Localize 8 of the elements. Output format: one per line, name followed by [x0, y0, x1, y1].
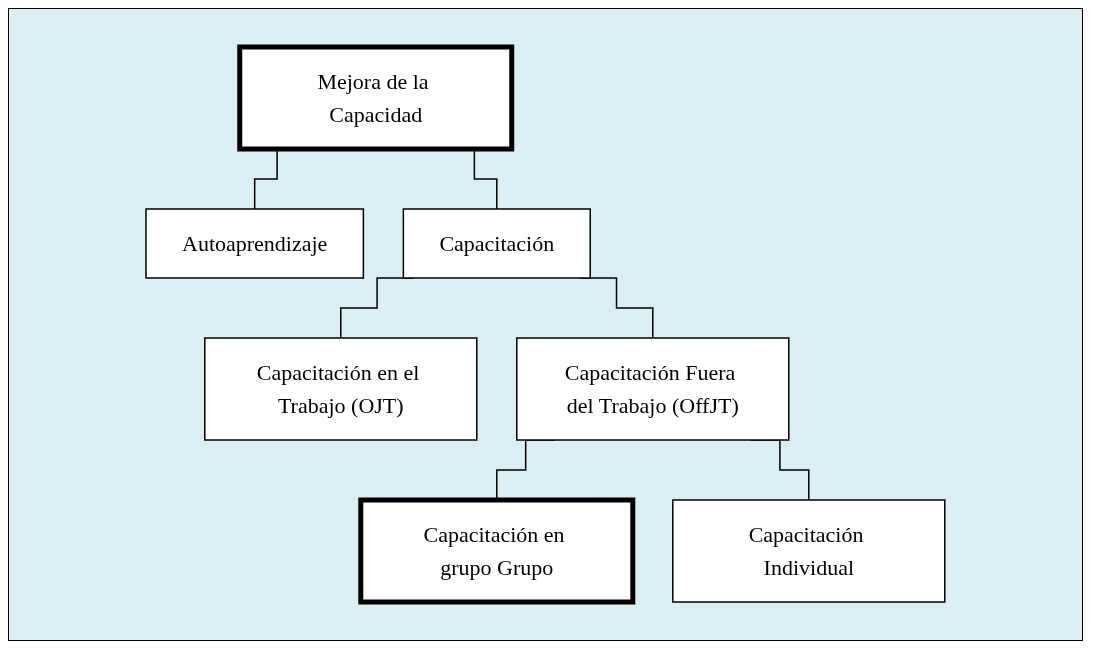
node-box — [672, 499, 946, 603]
node-box — [358, 497, 636, 605]
node-box — [145, 208, 365, 279]
node-box — [516, 337, 790, 441]
node-box — [204, 337, 478, 441]
node-box — [402, 208, 592, 279]
node-box — [237, 44, 515, 152]
diagram-background: Mejora de la Capacidad Autoaprendizaje Capacitación Capacitación en el Trabajo (OJT) Capacitación Fuera del Trabajo (OffJT) Capacitación en grupo Grupo Capacitación Individual — [8, 8, 1083, 641]
